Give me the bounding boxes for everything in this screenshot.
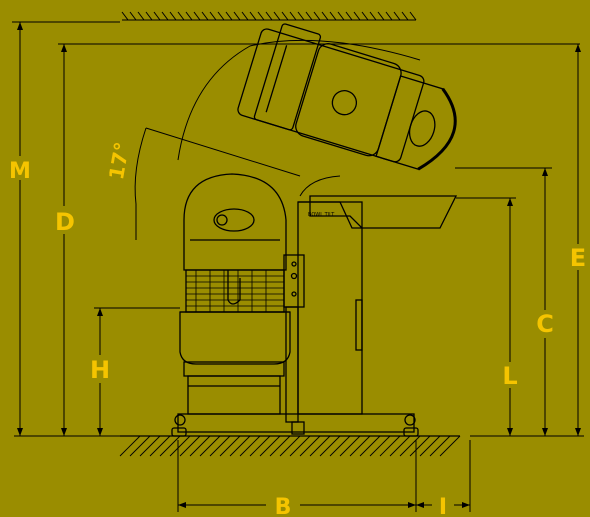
lower-body <box>187 375 281 415</box>
tilted-head <box>237 23 457 171</box>
bowl-ring <box>183 361 285 377</box>
head-badge <box>213 208 255 232</box>
top-hatch <box>121 11 417 21</box>
tilt-platform <box>309 195 458 229</box>
label-angle: 17° <box>104 140 134 181</box>
tilted-dome <box>375 75 456 170</box>
arrowheads <box>17 22 581 508</box>
right-wheel <box>404 414 416 426</box>
svg-text:BOWL TILT: BOWL TILT <box>308 212 335 218</box>
mixer-machine: BOWL TILT <box>171 23 458 437</box>
angle-arc <box>134 127 147 205</box>
label-H: H <box>90 356 110 384</box>
left-foot <box>171 427 187 437</box>
dimension-lines <box>12 21 584 512</box>
label-I: I <box>439 495 447 517</box>
label-C: C <box>536 310 554 338</box>
label-L: L <box>502 362 517 390</box>
base-plate <box>177 413 415 433</box>
tilted-body <box>237 28 425 163</box>
column <box>285 306 299 423</box>
right-cabinet <box>297 201 363 415</box>
control-panel <box>283 254 305 308</box>
swing-arc <box>177 39 421 161</box>
label-E: E <box>570 244 586 272</box>
left-wheel <box>174 414 186 426</box>
spiral-hook <box>227 270 241 305</box>
right-foot <box>403 427 419 437</box>
floor-hatch <box>119 435 461 457</box>
angle-ray <box>145 127 301 177</box>
label-D: D <box>55 208 75 236</box>
label-B: B <box>275 495 292 517</box>
bowl <box>179 311 291 365</box>
label-M: M <box>9 159 31 184</box>
head-housing <box>183 173 287 271</box>
